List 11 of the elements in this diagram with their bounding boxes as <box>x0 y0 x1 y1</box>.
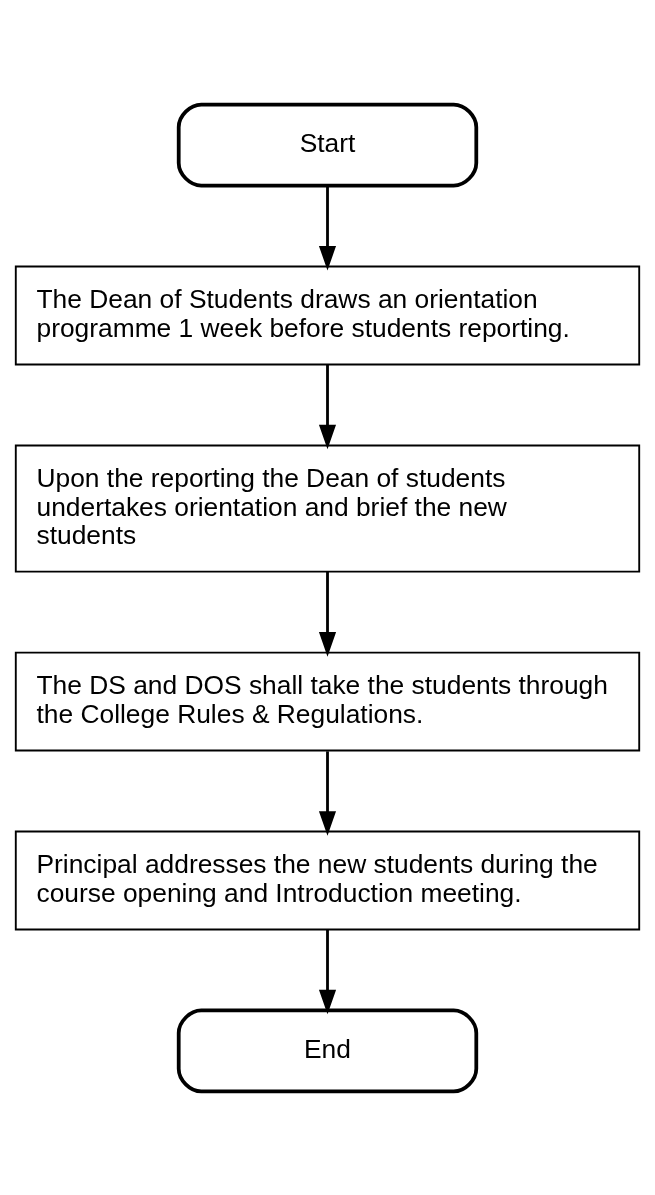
arrow <box>318 364 337 449</box>
arrow <box>318 185 337 270</box>
node-box: Start <box>176 102 479 187</box>
node-box: Principal addresses the new students during the course opening and Introduction meeting. <box>14 830 641 930</box>
arrow <box>318 571 337 657</box>
node-box: End <box>176 1008 479 1093</box>
arrow <box>318 929 337 1014</box>
node-box: Upon the reporting the Dean of students undertakes orientation and brief the new students <box>14 444 641 573</box>
node-box: The DS and DOS shall take the students through the College Rules & Regulations. <box>14 651 641 751</box>
node-box: The Dean of Students draws an orientation programme 1 week before students reporting. <box>14 265 641 365</box>
arrow <box>318 750 337 836</box>
